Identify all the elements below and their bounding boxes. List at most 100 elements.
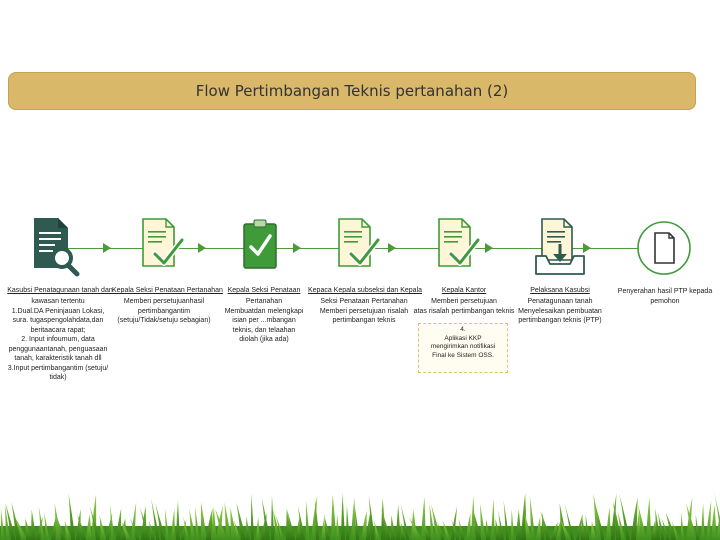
grass-blade — [296, 518, 302, 540]
grass-blade — [341, 493, 346, 540]
step-2-desc: Memberi persetujuanhasil pertimbangantim… — [117, 298, 211, 324]
grass-blade — [77, 514, 87, 540]
grass-blade — [116, 508, 122, 540]
grass-blade — [215, 508, 227, 540]
grass-blade — [458, 518, 465, 540]
grass-blade — [638, 505, 647, 540]
grass-blade — [491, 498, 495, 540]
notification-note-box: 4. Aplikasi KKP mengirimkan notifikasi F… — [418, 323, 508, 373]
grass-blade — [224, 502, 232, 540]
grass-blade — [323, 513, 330, 540]
flow-arrow-4 — [388, 243, 396, 253]
grass-blade — [361, 510, 367, 540]
step-6-desc: Penatagunaan tanah Menyelesaikan pembuat… — [518, 298, 602, 324]
grass-blade — [305, 500, 310, 540]
step-6-title: Pelaksana Kasubsi — [530, 287, 590, 294]
grass-blade — [695, 514, 700, 540]
grass-blade — [665, 511, 677, 540]
flow-arrow-5 — [485, 243, 493, 253]
document-search-icon — [34, 218, 80, 277]
title-banner: Flow Pertimbangan Teknis pertanahan (2) — [8, 72, 696, 110]
grass-blade — [585, 514, 590, 540]
grass-blade — [4, 504, 10, 540]
page-title: Flow Pertimbangan Teknis pertanahan (2) — [195, 82, 509, 100]
document-outline-icon — [637, 221, 691, 275]
grass-blade — [619, 493, 630, 540]
grass-blade — [451, 519, 460, 540]
grass-blade — [211, 507, 217, 540]
grass-blade — [541, 511, 545, 540]
step-5-desc: Memberi persetujuan atas risalah pertimb… — [413, 298, 515, 315]
grass-blade — [43, 511, 50, 540]
grass-blade — [1, 508, 5, 540]
grass-blade — [76, 508, 81, 540]
grass-blade — [14, 516, 27, 540]
grass-blade — [655, 507, 661, 540]
grass-blade — [251, 493, 255, 540]
grass-blade — [200, 502, 207, 540]
grass-blade — [706, 500, 712, 540]
grass-blade — [442, 520, 451, 540]
grass-blade — [559, 517, 572, 540]
step-1-title: Kasubsi Penatagunaan tanah dan — [7, 287, 113, 294]
grass-blade — [681, 512, 685, 540]
grass-blade — [540, 510, 551, 540]
step-2-title: Kepala Seksi Penataan Pertanahan — [112, 287, 223, 294]
clipboard-check-icon — [243, 219, 277, 269]
grass-blade — [373, 520, 381, 540]
grass-blade — [396, 504, 401, 540]
grass-blade — [661, 517, 670, 540]
step-3-title: Kepala Seksi Penataan — [227, 287, 301, 294]
grass-blade — [297, 505, 306, 540]
grass-blade — [521, 493, 527, 540]
grass-blade — [472, 508, 482, 540]
grass-blade — [148, 520, 155, 540]
grass-blade — [576, 513, 583, 540]
grass-blade — [686, 503, 697, 540]
grass-blade — [466, 512, 471, 540]
grass-blade — [437, 521, 445, 540]
document-download-icon — [535, 218, 585, 275]
grass-blade — [451, 506, 458, 540]
grass-blade — [189, 508, 196, 540]
grass-blade — [511, 508, 515, 540]
grass-border — [0, 492, 720, 540]
grass-blade — [194, 506, 200, 540]
grass-blade — [336, 513, 340, 540]
grass-blade — [421, 496, 426, 540]
grass-blade — [366, 508, 372, 540]
grass-blade — [551, 521, 558, 540]
flow-arrow-3 — [293, 243, 301, 253]
grass-blade — [701, 502, 705, 540]
grass-blade — [86, 513, 92, 540]
grass-blade — [155, 503, 166, 540]
grass-blade — [431, 504, 442, 540]
grass-blade — [256, 516, 260, 540]
grass-blade — [591, 521, 597, 540]
grass-blade — [38, 505, 45, 540]
grass-blade — [536, 516, 541, 540]
grass-blade — [183, 516, 190, 540]
step-3-desc: Pertanahan Membuatdan melengkapi isian p… — [224, 298, 304, 343]
grass-blade — [25, 518, 32, 540]
grass-blade — [176, 500, 180, 540]
grass-blade — [31, 509, 37, 540]
grass-blade — [497, 510, 505, 540]
grass-blade — [314, 497, 320, 540]
grass-blade — [495, 518, 502, 540]
grass-blade — [236, 502, 247, 540]
grass-blade — [503, 500, 510, 540]
grass-blade — [613, 501, 622, 540]
grass-blade — [617, 510, 625, 540]
grass-blade — [480, 503, 486, 540]
flow-arrow-2 — [198, 243, 206, 253]
grass-blade — [68, 493, 76, 540]
grass-blade — [381, 508, 391, 540]
grass-blade — [564, 502, 575, 540]
grass-blade — [99, 515, 107, 540]
document-check-icon — [142, 218, 185, 267]
grass-blade — [606, 506, 611, 540]
document-check-icon — [438, 218, 481, 267]
grass-blade — [423, 521, 431, 540]
grass-blade — [351, 497, 356, 540]
